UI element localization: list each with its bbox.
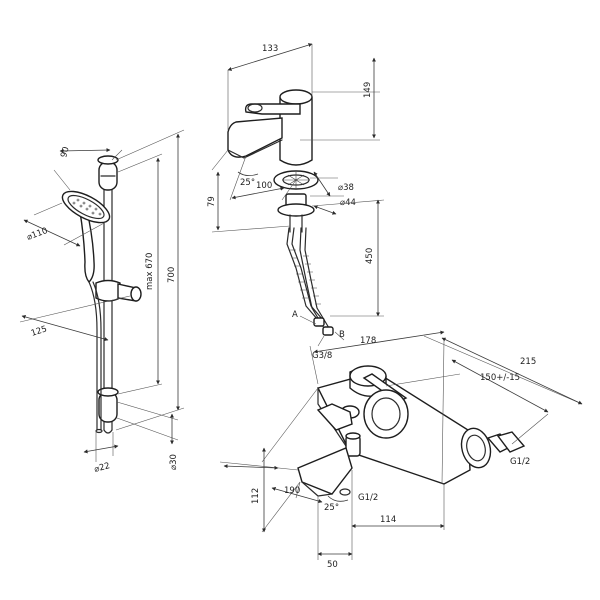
dim-angle-bath: 25° <box>324 503 339 513</box>
dim-hose-diameter: ⌀22 <box>93 461 111 475</box>
label-b: B <box>339 330 345 340</box>
shower-set: 90 ⌀110 125 max 670 700 ⌀22 ⌀30 <box>19 129 185 475</box>
mounting-base <box>273 170 319 233</box>
dim-bracket-diameter: ⌀30 <box>169 454 179 470</box>
label-a: A <box>292 310 298 320</box>
dim-slide-travel: max 670 <box>145 253 155 290</box>
bath-spout <box>297 447 353 497</box>
bottom-bracket <box>97 387 119 423</box>
bath-mixer-body <box>316 365 471 485</box>
dim-connection: G1/2 <box>510 457 530 467</box>
dim-center: 114 <box>380 515 396 525</box>
top-bracket <box>97 155 119 191</box>
dim-centers: 150+/-15 <box>480 373 520 383</box>
diverter-knob <box>345 432 361 457</box>
basin-mixer: 133 149 25° 100 ⌀38 ⌀44 79 450 A B G3/8 <box>207 43 385 361</box>
dim-hose-length: 450 <box>365 248 375 264</box>
dim-spout: 100 <box>256 181 272 191</box>
dim-length: 178 <box>360 336 376 346</box>
dim-head-diameter: ⌀110 <box>26 226 49 243</box>
bath-mixer: 178 215 150+/-15 G1/2 112 190 25° G1/2 1… <box>219 330 583 570</box>
basin-mixer-body <box>227 89 313 166</box>
hand-shower <box>61 190 111 284</box>
label-thread: G3/8 <box>312 351 332 361</box>
dim-offset: 50 <box>327 560 338 570</box>
dim-spout-reach: 190 <box>284 486 300 496</box>
dim-angle: 25° <box>240 178 255 188</box>
dim-height-top: 149 <box>363 82 373 98</box>
dim-base-diameter: ⌀38 <box>338 183 354 193</box>
dim-rail-length: 700 <box>167 267 177 283</box>
supply-hoses <box>286 227 334 336</box>
wall-connection <box>460 427 526 469</box>
dim-outlet-thread: G1/2 <box>358 493 378 503</box>
dim-holder-reach: 125 <box>30 324 49 339</box>
slider-holder <box>95 279 142 302</box>
dim-thread-height: 79 <box>207 196 217 207</box>
dim-width: 133 <box>262 44 278 54</box>
dim-head-depth: 90 <box>59 146 71 159</box>
dim-height: 112 <box>251 488 261 504</box>
dim-total: 215 <box>520 357 536 367</box>
